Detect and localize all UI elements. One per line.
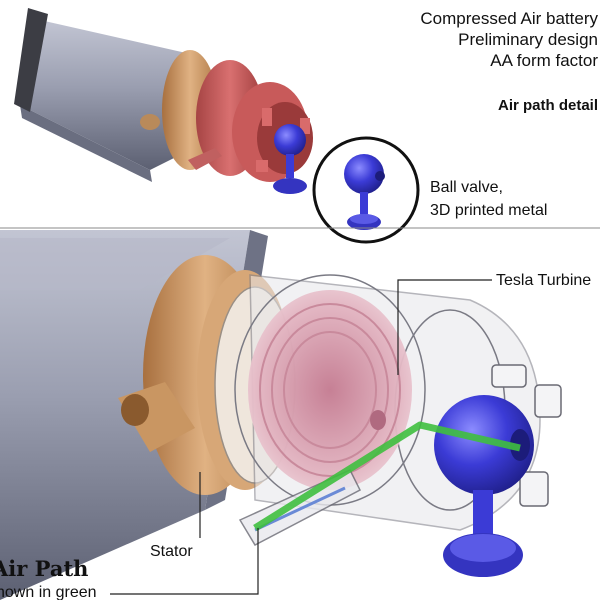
stator-label: Stator [150, 543, 193, 560]
ball-valve-detail [312, 136, 420, 244]
ball-valve-label-line-2: 3D printed metal [430, 202, 547, 219]
side-fitting-detail [121, 394, 149, 426]
air-path-title: Air Path [0, 556, 88, 581]
ball-valve-in-assembly [434, 395, 534, 577]
air-path-note: shown in green [0, 584, 97, 600]
overview-illustration [14, 8, 420, 244]
tesla-turbine-label: Tesla Turbine [496, 272, 591, 289]
tesla-turbine-discs [248, 290, 412, 490]
battery-body-top [14, 8, 195, 182]
red-housing [188, 60, 313, 182]
title-line-1: Compressed Air battery [420, 9, 598, 28]
end-cap-top [14, 8, 48, 112]
title-line-3: AA form factor [490, 51, 598, 70]
side-fitting-top [140, 114, 160, 130]
tesla-turbine-leader [397, 279, 492, 375]
detail-illustration [0, 230, 562, 600]
subtitle: Air path detail [498, 97, 598, 114]
ball-valve-label-line-1: Ball valve, [430, 179, 503, 196]
air-path-leader [110, 528, 259, 595]
air-path-highlight [253, 421, 521, 531]
title-line-2: Preliminary design [458, 30, 598, 49]
inlet-nozzle [238, 469, 361, 546]
ball-valve-mounted [273, 124, 307, 194]
